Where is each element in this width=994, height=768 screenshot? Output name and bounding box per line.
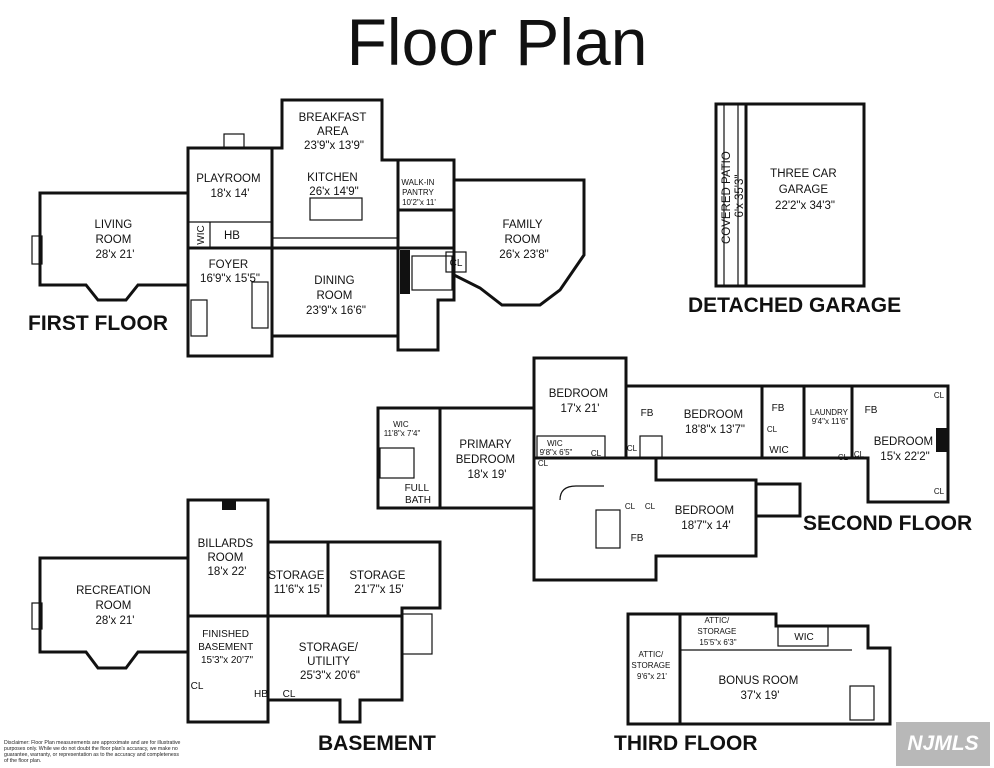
room-label: THREE CAR GARAGE 22'2"x 34'3" xyxy=(770,168,840,212)
third-floor-plan xyxy=(626,612,892,726)
first-floor-plan xyxy=(31,98,586,358)
room-label: FOYER 16'9"x 15'5" xyxy=(200,259,260,285)
stairs xyxy=(595,509,621,549)
second-floor-plan xyxy=(376,356,950,582)
page-title: Floor Plan xyxy=(346,5,648,79)
room-label: BEDROOM 15'x 22'2" xyxy=(874,436,937,463)
full-bath-label: FB xyxy=(772,403,785,414)
stairs xyxy=(411,255,453,291)
room-label: LIVING ROOM 28'x 21' xyxy=(95,219,136,261)
room-label: COVERED PATIO 6'x 35'3" xyxy=(721,148,746,244)
closet-label: CL xyxy=(450,258,463,269)
mls-logo: NJMLS xyxy=(896,722,990,766)
disclaimer-text: Disclaimer: Floor Plan measurements are … xyxy=(4,740,181,764)
half-bath-label: HB xyxy=(224,230,240,242)
floor-label-third: THIRD FLOOR xyxy=(614,732,757,755)
garage-plan xyxy=(714,102,866,288)
room-label: ATTIC/ STORAGE 15'5"x 6'3" xyxy=(697,616,738,647)
closet-label: CL xyxy=(591,449,602,458)
room-label: FINISHED BASEMENT 15'3"x 20'7" xyxy=(198,629,256,666)
wic-label: WIC xyxy=(196,225,207,244)
stairs xyxy=(401,613,433,655)
room-label: BEDROOM 18'7"x 14' xyxy=(675,505,738,532)
floor-label-first: FIRST FLOOR xyxy=(28,312,168,335)
room-label: WIC 9'8"x 6'5" xyxy=(540,439,573,457)
wic-label: WIC xyxy=(769,445,788,456)
closet-label: CL xyxy=(538,459,549,468)
wic-label: WIC xyxy=(794,632,813,643)
room-label: BREAKFAST AREA 23'9"x 13'9" xyxy=(299,112,370,152)
chimney-icon xyxy=(223,133,245,149)
floor-label-basement: BASEMENT xyxy=(318,732,436,755)
full-bath-label: FB xyxy=(641,408,654,419)
closet-label: CL xyxy=(627,444,638,453)
room-label: STORAGE 21'7"x 15' xyxy=(349,570,408,596)
room-label: RECREATION ROOM 28'x 21' xyxy=(76,585,154,627)
room-label: BEDROOM 17'x 21' xyxy=(549,388,612,415)
full-bath-label: FB xyxy=(631,533,644,544)
fireplace-icon xyxy=(936,428,948,452)
room-label: FULL BATH xyxy=(405,483,432,506)
closet-label: CL xyxy=(767,425,778,434)
room-label: STORAGE/ UTILITY 25'3"x 20'6" xyxy=(299,642,361,682)
half-bath-label: HB xyxy=(254,689,268,700)
room-label: PRIMARY BEDROOM 18'x 19' xyxy=(456,439,519,481)
floor-label-garage: DETACHED GARAGE xyxy=(688,294,901,317)
room-label: BEDROOM 18'8"x 13'7" xyxy=(684,409,747,436)
stairs xyxy=(251,281,269,329)
room-label: BILLARDS ROOM 18'x 22' xyxy=(198,538,257,578)
closet-label: CL xyxy=(854,450,865,459)
closet-label: CL xyxy=(625,502,636,511)
kitchen-island xyxy=(309,197,363,221)
stairs xyxy=(190,299,208,337)
room-label: PLAYROOM 18'x 14' xyxy=(196,173,264,200)
fireplace-icon xyxy=(31,235,43,265)
room-label: DINING ROOM 23'9"x 16'6" xyxy=(306,275,366,317)
room-label: ATTIC/ STORAGE 9'6"x 21' xyxy=(631,650,672,681)
fireplace-icon xyxy=(400,250,410,294)
closet-label: CL xyxy=(838,453,849,462)
closet-label: CL xyxy=(934,487,945,496)
closet-label: CL xyxy=(191,681,204,692)
room-label: BONUS ROOM 37'x 19' xyxy=(718,675,801,702)
basement-plan xyxy=(31,498,442,724)
room-label: WIC 11'8"x 7'4" xyxy=(384,420,421,438)
closet-label: CL xyxy=(283,689,296,700)
room-label: WALK-IN PANTRY 10'2"x 11' xyxy=(401,178,436,207)
room-label: LAUNDRY 9'4"x 11'6" xyxy=(810,408,850,426)
room-label: KITCHEN 26'x 14'9" xyxy=(307,172,361,198)
closet-label: CL xyxy=(645,502,656,511)
full-bath-label: FB xyxy=(865,405,878,416)
room-label: STORAGE 11'6"x 15' xyxy=(268,570,327,596)
room-label: FAMILY ROOM 26'x 23'8" xyxy=(499,219,548,261)
stairs xyxy=(849,685,875,721)
closet-label: CL xyxy=(934,391,945,400)
floor-label-second: SECOND FLOOR xyxy=(803,512,972,535)
